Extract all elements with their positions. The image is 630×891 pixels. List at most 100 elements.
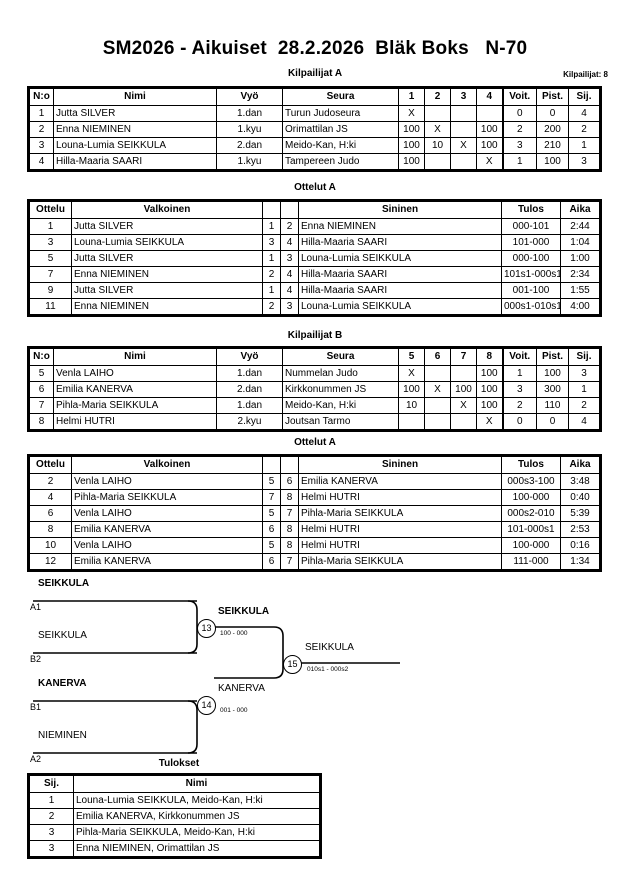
match-b-white: Venla LAIHO — [71, 473, 263, 490]
match-a-number: 9 — [29, 282, 72, 299]
bracket-entry-seed-a1: A1 — [30, 602, 42, 612]
match-b-time: 1:34 — [560, 553, 600, 570]
match-b-result: 100-000 — [501, 537, 561, 554]
pool-b-points: 110 — [536, 397, 569, 414]
match-b-result: 000s2-010 — [501, 505, 561, 522]
match-b-time: 3:48 — [560, 473, 600, 490]
match-a-white-seed: 1 — [262, 282, 281, 299]
pool-b-score-1 — [424, 413, 451, 430]
pool-b-belt: 1.dan — [216, 365, 283, 382]
match-b-number: 4 — [29, 489, 72, 506]
pool-b-no: 5 — [29, 365, 54, 382]
match-b-blue: Pihla-Maria SEIKKULA — [298, 505, 502, 522]
pool-a-caption: Kilpailijat A — [287, 68, 343, 79]
pool-b-score-2 — [450, 413, 477, 430]
pool-b-wins: 1 — [501, 365, 537, 382]
pool-a-col-9: Pist. — [536, 88, 569, 106]
match-b-white: Venla LAIHO — [71, 537, 263, 554]
match-a-result: 101s1-000s1 — [501, 266, 561, 283]
pool-a-no: 1 — [29, 105, 54, 122]
match-b-blue-seed: 7 — [280, 553, 299, 570]
match-b-white: Venla LAIHO — [71, 505, 263, 522]
results-caption: Tulokset — [158, 758, 200, 769]
match-b-blue-seed: 8 — [280, 537, 299, 554]
bracket-semi-top-score: 100 - 000 — [220, 630, 248, 637]
match-a-time: 2:34 — [560, 266, 600, 283]
pool-a-name: Hilla-Maaria SAARI — [53, 153, 217, 170]
pool-b-wins: 0 — [501, 413, 537, 430]
match-b-result: 100-000 — [501, 489, 561, 506]
bracket-semi-top-winner: SEIKKULA — [218, 606, 270, 617]
match-a-white: Enna NIEMINEN — [71, 266, 263, 283]
results-col-1: Nimi — [73, 775, 320, 793]
matches-b-caption: Ottelut A — [294, 437, 336, 448]
pool-b-score-0: 10 — [398, 397, 425, 414]
match-b-white-seed: 6 — [262, 521, 281, 538]
match-b-white-seed: 5 — [262, 473, 281, 490]
bracket-entry-seed-b1: B1 — [30, 702, 42, 712]
pool-b-score-1: X — [424, 381, 451, 398]
pool-b-no: 8 — [29, 413, 54, 430]
match-a-white: Jutta SILVER — [71, 218, 263, 235]
pool-b-col-3: Seura — [282, 348, 399, 366]
bracket-semi-bottom-winner: KANERVA — [218, 683, 265, 694]
match-b-time: 0:40 — [560, 489, 600, 506]
pool-b-name: Pihla-Maria SEIKKULA — [53, 397, 217, 414]
pool-b-rank: 3 — [568, 365, 600, 382]
match-a-blue-seed: 3 — [280, 298, 299, 315]
match-a-col-3 — [280, 201, 299, 219]
match-a-number: 3 — [29, 234, 72, 251]
match-a-col-5: Tulos — [501, 201, 561, 219]
pool-b-name: Emilia KANERVA — [53, 381, 217, 398]
pool-a-no: 4 — [29, 153, 54, 170]
match-b-result: 111-000 — [501, 553, 561, 570]
pool-a-col-6: 3 — [450, 88, 477, 106]
match-a-blue: Hilla-Maaria SAARI — [298, 234, 502, 251]
match-b-col-0: Ottelu — [29, 456, 72, 474]
bracket-entry-seed-b2: B2 — [30, 654, 42, 664]
pool-a-club: Turun Judoseura — [282, 105, 399, 122]
pool-a-points: 100 — [536, 153, 569, 170]
match-b-number: 12 — [29, 553, 72, 570]
results-rank: 2 — [29, 808, 74, 825]
pool-a-score-2: X — [450, 137, 477, 154]
pool-a-score-1: 10 — [424, 137, 451, 154]
match-b-number: 10 — [29, 537, 72, 554]
pool-b-score-0: 100 — [398, 381, 425, 398]
pool-a-score-1: X — [424, 121, 451, 138]
pool-b-wins: 2 — [501, 397, 537, 414]
match-b-col-1: Valkoinen — [71, 456, 263, 474]
match-a-blue: Louna-Lumia SEIKKULA — [298, 250, 502, 267]
pool-b-score-3: 100 — [476, 365, 503, 382]
pool-b-col-4: 5 — [398, 348, 425, 366]
match-b-blue: Helmi HUTRI — [298, 489, 502, 506]
pool-a-rank: 2 — [568, 121, 600, 138]
bracket-entry-name-a2: NIEMINEN — [38, 730, 87, 741]
match-b-col-4: Sininen — [298, 456, 502, 474]
pool-b-belt: 2.dan — [216, 381, 283, 398]
match-a-col-4: Sininen — [298, 201, 502, 219]
pool-b-col-8: Voit. — [501, 348, 537, 366]
pool-a-name: Louna-Lumia SEIKKULA — [53, 137, 217, 154]
pool-a-club: Tampereen Judo — [282, 153, 399, 170]
match-a-white: Jutta SILVER — [71, 250, 263, 267]
pool-b-col-2: Vyö — [216, 348, 283, 366]
match-a-blue: Enna NIEMINEN — [298, 218, 502, 235]
match-a-white-seed: 2 — [262, 266, 281, 283]
match-a-result: 000-101 — [501, 218, 561, 235]
pool-b-score-1 — [424, 365, 451, 382]
bracket-final-score: 010s1 - 000s2 — [307, 666, 349, 673]
